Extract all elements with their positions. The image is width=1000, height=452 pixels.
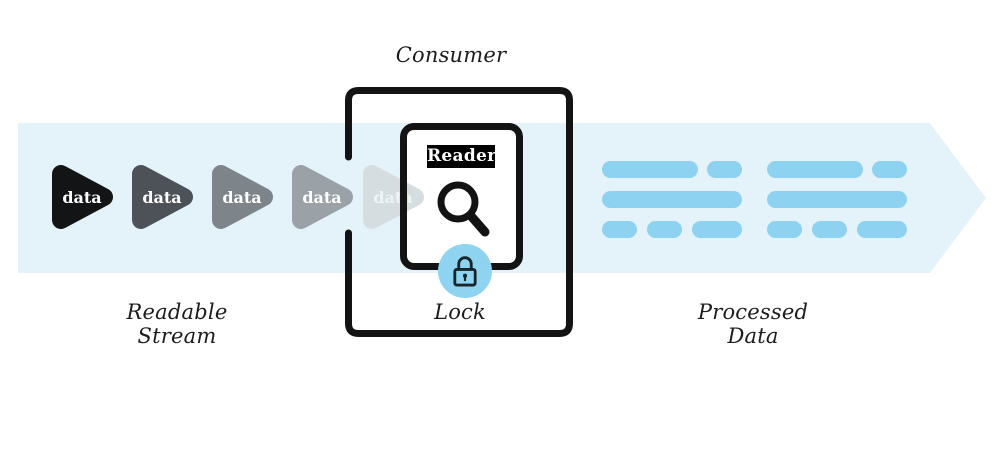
lock-badge [438, 244, 492, 298]
search-icon [437, 181, 490, 237]
data-chunk-label: data [142, 188, 181, 207]
processed-data-pill [692, 221, 742, 238]
data-chunk-label: data [302, 188, 341, 207]
processed-data-pill [812, 221, 847, 238]
data-chunk-label: data [62, 188, 101, 207]
processed-data-pill [602, 221, 637, 238]
readable-stream-label: Readable Stream [97, 300, 257, 348]
data-chunk-4: data [292, 165, 353, 229]
processed-data-pill [767, 221, 802, 238]
readable-stream-label-line2: Stream [137, 324, 217, 348]
processed-data-pill [602, 191, 742, 208]
data-chunk-2: data [132, 165, 193, 229]
consumer-label: Consumer [395, 43, 507, 67]
data-chunk-3: data [212, 165, 273, 229]
processed-data-pill [767, 161, 863, 178]
consumer-boundary-box [345, 87, 573, 337]
processed-data-label-line1: Processed [697, 300, 809, 324]
reader-tag: Reader [427, 145, 497, 168]
lock-icon [453, 256, 477, 287]
processed-data-label-line2: Data [727, 324, 779, 348]
readable-stream-label-line1: Readable [126, 300, 228, 324]
processed-data-pill [767, 191, 907, 208]
processed-data-pill [647, 221, 682, 238]
lock-label: Lock [434, 300, 486, 324]
data-chunk-label: data [222, 188, 261, 207]
processed-data-pill [602, 161, 698, 178]
processed-data-pill [872, 161, 907, 178]
data-chunk-1: data [52, 165, 113, 229]
processed-data-pill [857, 221, 907, 238]
processed-data-label: Processed Data [673, 300, 833, 348]
processed-data-pill [707, 161, 742, 178]
